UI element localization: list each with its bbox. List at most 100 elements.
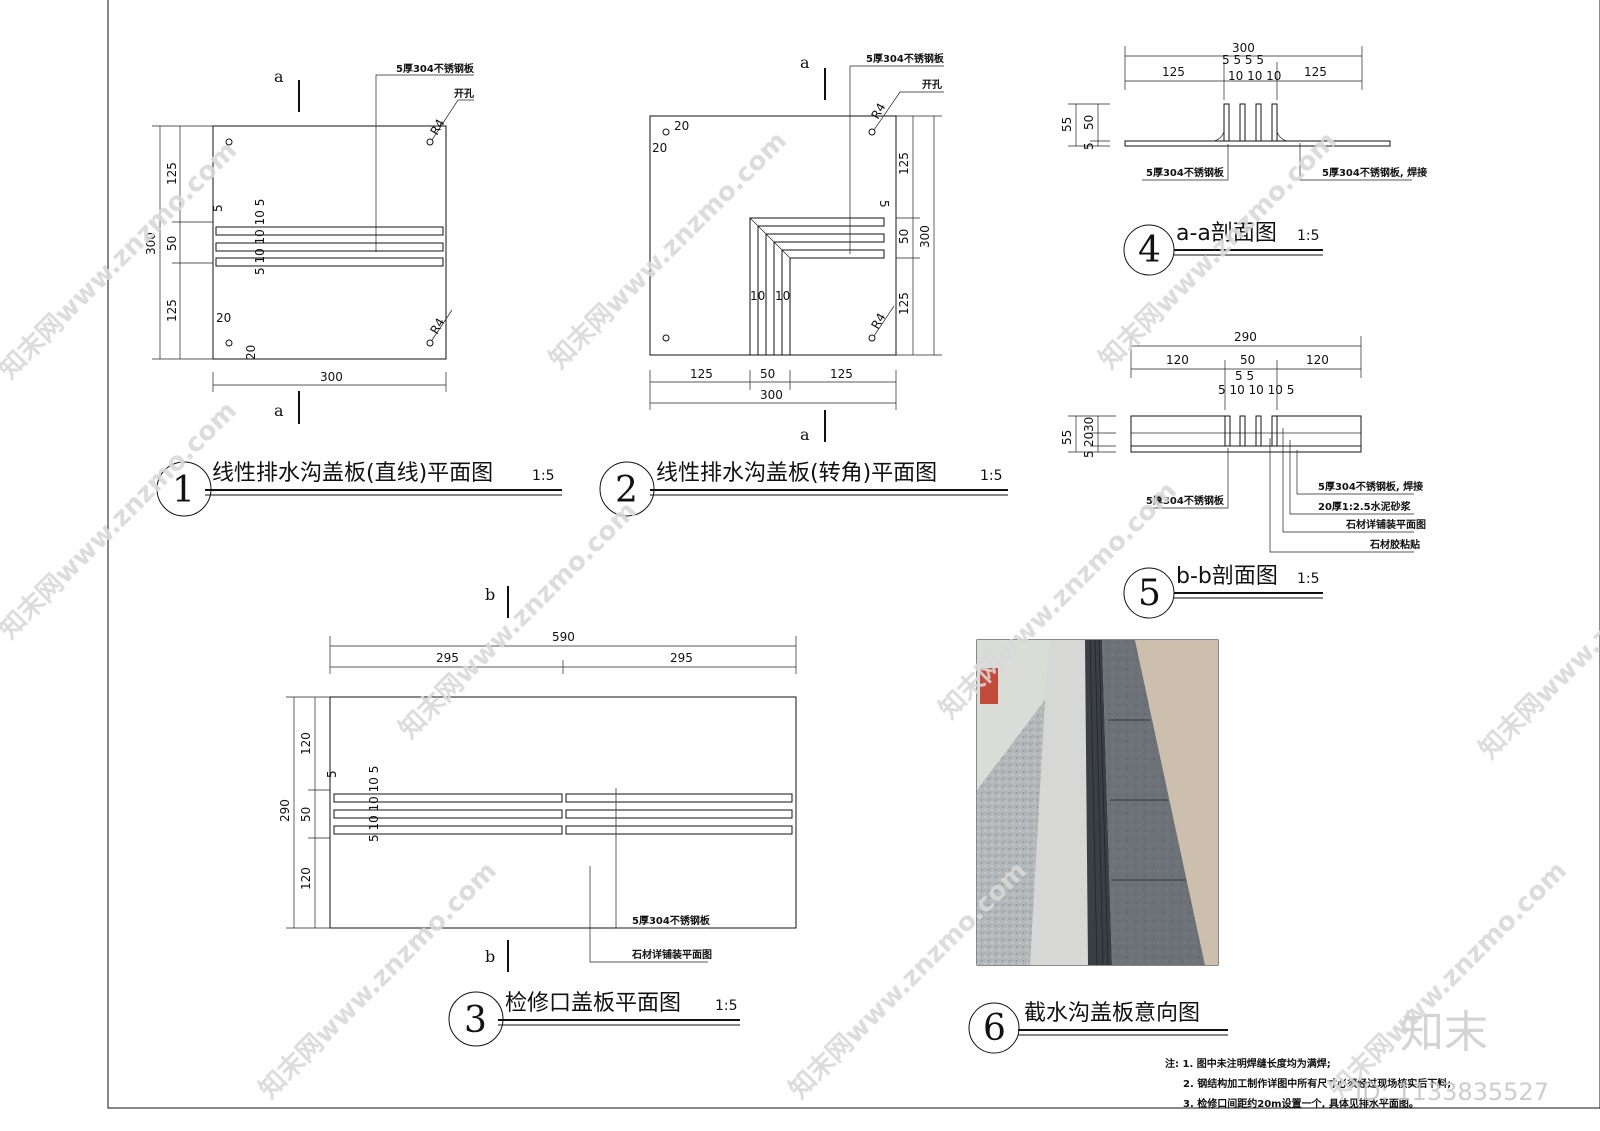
leader-line bbox=[1142, 448, 1229, 509]
dim-50: 50 bbox=[1240, 353, 1255, 367]
callout-hole: 开孔 bbox=[922, 78, 942, 91]
dim-10: 10 bbox=[775, 289, 790, 303]
leader-line bbox=[375, 74, 474, 252]
dim-20: 20 bbox=[1082, 432, 1096, 447]
dim-30: 30 bbox=[1082, 417, 1096, 432]
leader-line bbox=[1299, 143, 1412, 181]
dim-295: 295 bbox=[436, 651, 459, 665]
section-label-b: b bbox=[485, 585, 495, 604]
detail-number: 1 bbox=[172, 470, 195, 511]
detail-scale: 1:5 bbox=[1297, 571, 1320, 587]
detail-scale: 1:5 bbox=[532, 468, 555, 484]
watermark-text: 知末网www.znzmo.com bbox=[544, 126, 793, 375]
callout-plate: 5厚304不锈钢板 bbox=[632, 914, 711, 927]
stone-right bbox=[1276, 415, 1362, 447]
dim-125: 125 bbox=[1162, 65, 1185, 79]
leader-line bbox=[1289, 440, 1414, 515]
detail-scale: 1:5 bbox=[715, 998, 738, 1014]
detail-4-section-a-a: 300 125 5 5 5 5 10 10 10 125 55 50 5 5厚3… bbox=[1060, 41, 1427, 276]
detail-5-section-b-b: 290 120 50 120 5 5 5 10 10 10 5 55 30 20… bbox=[1060, 330, 1426, 619]
callout-r3: 石材详铺装平面图 bbox=[1345, 518, 1426, 531]
note-line-1: 注: 1. 图中未注明焊缝长度均为满焊; bbox=[1165, 1057, 1331, 1070]
dim-295: 295 bbox=[670, 651, 693, 665]
dim-300: 300 bbox=[760, 388, 783, 402]
sheet-border bbox=[107, 0, 1600, 1109]
dim-120: 120 bbox=[299, 732, 313, 755]
section-label-a: a bbox=[274, 67, 284, 86]
stone-left bbox=[1130, 415, 1226, 447]
dim-120: 120 bbox=[299, 867, 313, 890]
detail-number: 5 bbox=[1138, 573, 1161, 614]
hole bbox=[868, 128, 876, 136]
hole bbox=[225, 339, 233, 347]
watermark-text: 知末网www.znzmo.com bbox=[394, 496, 643, 745]
slot bbox=[565, 809, 793, 819]
callout-left: 5厚304不锈钢板 bbox=[1146, 166, 1225, 179]
note-line-3: 3. 检修口间距约20m设置一个, 具体见排水平面图。 bbox=[1183, 1097, 1419, 1110]
leader-line bbox=[431, 309, 453, 341]
leader-line bbox=[873, 91, 944, 131]
dim-10: 10 bbox=[750, 289, 765, 303]
detail-number-circle bbox=[968, 1002, 1020, 1054]
dim-125: 125 bbox=[830, 367, 853, 381]
dim-slots: 5 10 10 10 5 bbox=[1218, 383, 1294, 397]
hole bbox=[868, 334, 876, 342]
detail-title: b-b剖面图 bbox=[1176, 564, 1278, 589]
dim-5: 5 bbox=[877, 200, 891, 208]
general-notes: 注: 1. 图中未注明焊缝长度均为满焊; 2. 钢结构加工制作详图中所有尺寸必须… bbox=[1165, 1057, 1451, 1110]
fin bbox=[1239, 415, 1246, 447]
dim-slots: 5 5 5 5 bbox=[1222, 53, 1264, 67]
dim-5: 5 5 bbox=[1235, 369, 1254, 383]
fin bbox=[1223, 103, 1230, 142]
dim-120: 120 bbox=[1166, 353, 1189, 367]
radius-label: R4 bbox=[427, 316, 447, 337]
section-label-a: a bbox=[274, 401, 284, 420]
detail-6-reference-photo: 6 截水沟盖板意向图 bbox=[968, 639, 1228, 1054]
dim-290: 290 bbox=[1234, 330, 1257, 344]
dim-300: 300 bbox=[1232, 41, 1255, 55]
dim-5: 5 bbox=[325, 770, 339, 778]
detail-title: a-a剖面图 bbox=[1176, 221, 1277, 246]
callout-stone: 石材详铺装平面图 bbox=[631, 948, 712, 961]
slot bbox=[215, 226, 444, 236]
slot bbox=[333, 809, 563, 819]
watermark-text: 知末网www.znzmo.com bbox=[1474, 516, 1600, 765]
dim-50: 50 bbox=[299, 807, 313, 822]
callout-plate: 5厚304不锈钢板 bbox=[866, 52, 945, 65]
dim-slots: 5 10 10 10 5 bbox=[253, 199, 267, 275]
fin bbox=[1255, 103, 1262, 142]
fin bbox=[1255, 415, 1262, 447]
dim-300: 300 bbox=[144, 232, 158, 255]
detail-title: 截水沟盖板意向图 bbox=[1024, 1001, 1200, 1026]
callout-right: 5厚304不锈钢板, 焊接 bbox=[1322, 166, 1427, 179]
fin bbox=[1224, 415, 1231, 447]
leader-line bbox=[873, 305, 895, 337]
photo-curb bbox=[1020, 640, 1088, 965]
section-label-b: b bbox=[485, 947, 495, 966]
watermark-id: ID: 1133835527 bbox=[1355, 1078, 1549, 1106]
callout-r2: 20厚1:2.5水泥砂浆 bbox=[1318, 500, 1412, 513]
watermark-logo: 知末 bbox=[1400, 1007, 1488, 1058]
dim-20: 20 bbox=[216, 311, 231, 325]
leader-line bbox=[615, 788, 708, 929]
mortar-bed bbox=[1130, 432, 1362, 447]
fin bbox=[1239, 103, 1246, 142]
detail-2-corner-cover-plan: a a 5厚304不锈钢板 开孔 R4 R4 20 20 10 10 5 125… bbox=[599, 52, 1008, 517]
dim-slots: 5 10 10 10 5 bbox=[367, 766, 381, 842]
detail-title: 检修口盖板平面图 bbox=[505, 991, 681, 1016]
slot bbox=[765, 233, 885, 355]
photo-sign bbox=[980, 668, 998, 704]
dim-290: 290 bbox=[278, 799, 292, 822]
photo-floor bbox=[977, 700, 1045, 965]
dim-55: 55 bbox=[1060, 430, 1074, 445]
callout-left: 5厚304不锈钢板 bbox=[1146, 494, 1225, 507]
dim-125: 125 bbox=[1304, 65, 1327, 79]
note-line-2: 2. 钢结构加工制作详图中所有尺寸必须经过现场核实后下料; bbox=[1183, 1077, 1451, 1090]
photo-pavement bbox=[1135, 640, 1218, 965]
section-label-a: a bbox=[800, 425, 810, 444]
plate-outline bbox=[649, 115, 897, 356]
dim-10: 10 10 10 bbox=[1228, 69, 1281, 83]
dim-50: 50 bbox=[760, 367, 775, 381]
dim-50: 50 bbox=[897, 229, 911, 244]
